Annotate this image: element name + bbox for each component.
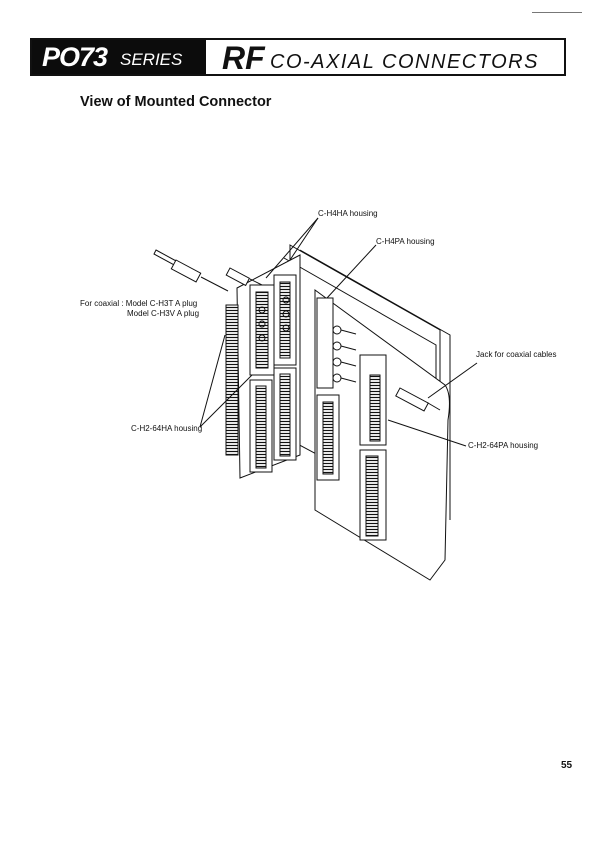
h2-64pa-housing — [316, 354, 387, 541]
callout-jack: Jack for coaxial cables — [476, 350, 557, 359]
coaxial-jack — [395, 387, 441, 412]
h4ha-housing-top — [249, 274, 297, 376]
h2-64ha-housing — [249, 367, 297, 473]
callout-h4pa-housing: C-H4PA housing — [376, 237, 435, 246]
top-rule — [532, 12, 582, 13]
callout-coaxial-plug-line1: For coaxial : Model C-H3T A plug — [80, 299, 198, 308]
section-title: View of Mounted Connector — [80, 94, 272, 110]
callout-h4ha-housing: C-H4HA housing — [318, 209, 378, 218]
coaxial-plugs — [153, 249, 263, 292]
callout-h2-64pa-housing: C-H2-64PA housing — [468, 441, 539, 450]
callout-h2-64ha-housing: C-H2-64HA housing — [131, 424, 203, 433]
header-banner: PO73 SERIES RF CO-AXIAL CONNECTORS — [30, 38, 566, 76]
h4pa-housing — [316, 297, 357, 389]
product-name: CO-AXIAL CONNECTORS — [270, 51, 539, 73]
series-model: PO73 — [42, 42, 108, 72]
product-prefix: RF — [222, 40, 265, 76]
page-number: 55 — [561, 760, 573, 771]
series-word: SERIES — [120, 50, 183, 69]
series-box: PO73 SERIES — [32, 40, 206, 74]
callout-coaxial-plug-line2: Model C-H3V A plug — [127, 309, 200, 318]
